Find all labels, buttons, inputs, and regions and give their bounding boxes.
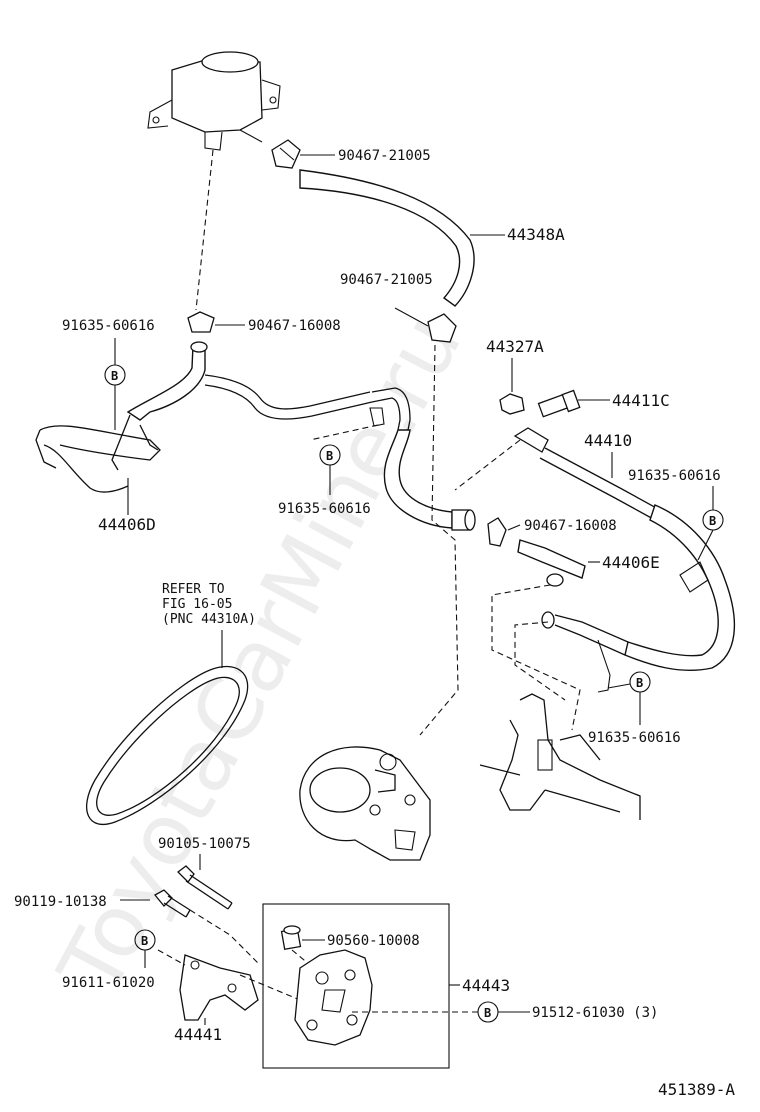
reservoir-tank — [147, 51, 281, 151]
bracket-44441 — [179, 954, 259, 1021]
label-bolt-left-top: 91635-60616 — [62, 318, 155, 334]
label-union-44411C: 44411C — [612, 391, 670, 410]
clip-44327A — [499, 393, 525, 415]
hose-44348A — [299, 169, 475, 307]
tube-44410 — [513, 427, 735, 693]
bracket-44443 — [294, 949, 373, 1046]
steering-gear — [479, 693, 641, 820]
union-bolt-44411C — [537, 389, 581, 418]
label-tube-44406D: 44406D — [98, 515, 156, 534]
refer-note-line1: REFER TO — [162, 582, 225, 597]
clamp-90467-16008-right — [487, 517, 507, 547]
label-bracket-44441: 44441 — [174, 1025, 222, 1044]
label-bolt-right-top: 91635-60616 — [628, 468, 721, 484]
label-bolt-center: 91635-60616 — [278, 501, 371, 517]
label-bracket-44443: 44443 — [462, 976, 510, 995]
clamp-90467-21005-mid — [427, 313, 457, 343]
refer-note-line2: FIG 16-05 — [162, 597, 232, 612]
marker-b-right-low: B — [629, 671, 651, 693]
figure-code: 451389-A — [658, 1080, 735, 1099]
label-bolt-91512: 91512-61030 (3) — [532, 1005, 658, 1021]
label-clamp-left: 90467-16008 — [248, 318, 341, 334]
marker-b-91512: B — [477, 1001, 499, 1023]
svg-text:B: B — [636, 676, 643, 690]
label-clamp-right: 90467-16008 — [524, 518, 617, 534]
label-hose-44406E: 44406E — [602, 553, 660, 572]
marker-b-left: B — [104, 364, 126, 386]
refer-note-line3: (PNC 44310A) — [162, 612, 256, 627]
drive-belt — [86, 665, 249, 826]
label-bolt-90119: 90119-10138 — [14, 894, 107, 910]
label-clamp-top: 90467-21005 — [338, 148, 431, 164]
label-collar-90560: 90560-10008 — [327, 933, 420, 949]
label-hose-44348A: 44348A — [507, 225, 565, 244]
bracket-44443-box — [262, 903, 450, 1069]
hose-44406E — [517, 539, 586, 587]
label-clip-44327A: 44327A — [486, 337, 544, 356]
svg-text:B: B — [111, 369, 118, 383]
clamp-90467-21005-top — [271, 139, 301, 169]
svg-text:B: B — [709, 514, 716, 528]
bolt-90105-10075 — [177, 865, 233, 910]
tube-44406D — [35, 341, 476, 531]
svg-text:B: B — [326, 449, 333, 463]
label-bolt-90105: 90105-10075 — [158, 836, 251, 852]
label-bolt-91611: 91611-61020 — [62, 975, 155, 991]
marker-b-right-top: B — [702, 509, 724, 531]
clamp-90467-16008-left — [187, 311, 215, 333]
label-tube-44410: 44410 — [584, 431, 632, 450]
bolt-90119-10138 — [154, 889, 191, 918]
label-clamp-mid: 90467-21005 — [340, 272, 433, 288]
collar-90560-10008 — [280, 925, 302, 951]
svg-text:B: B — [141, 934, 148, 948]
power-steering-pump — [299, 746, 431, 861]
label-bolt-right-low: 91635-60616 — [588, 730, 681, 746]
svg-text:B: B — [484, 1006, 491, 1020]
